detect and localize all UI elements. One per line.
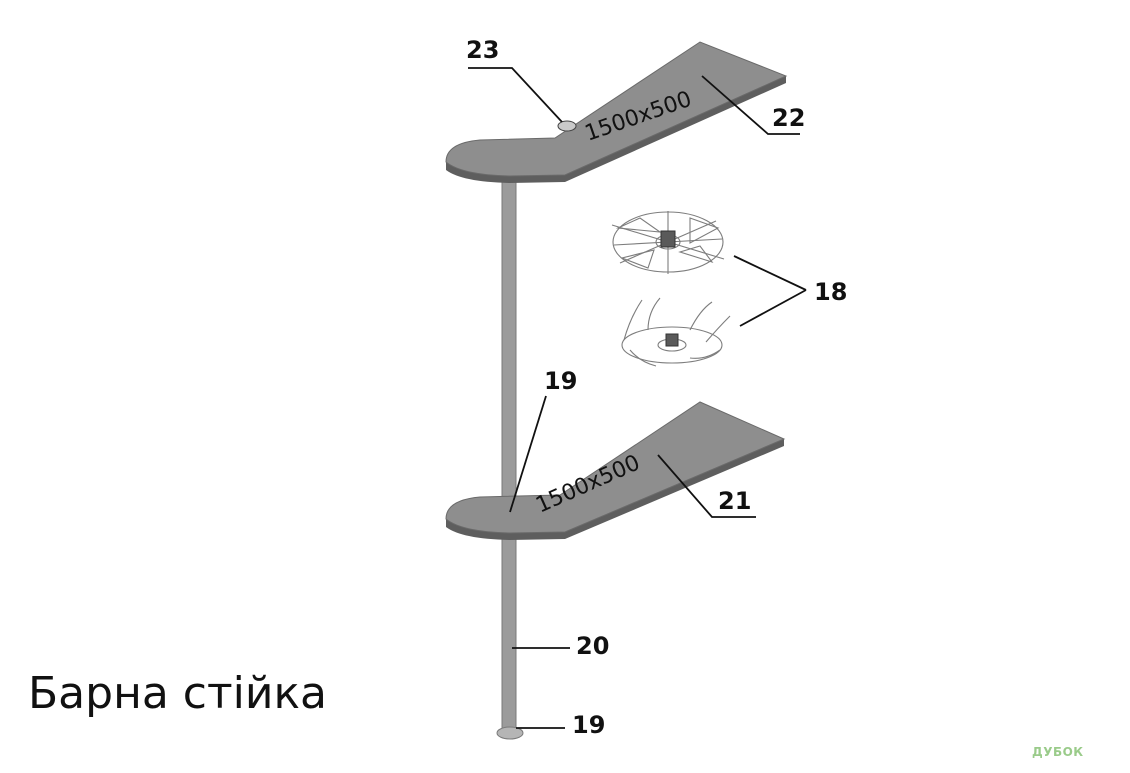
top-shelf: 1500x500 bbox=[445, 41, 788, 183]
bottom-shelf: 1500x500 bbox=[445, 401, 786, 540]
bracket-lower bbox=[621, 297, 731, 367]
brand-logo: ДУБОК bbox=[1032, 745, 1084, 759]
callout-base-fitting: 19 bbox=[572, 711, 605, 739]
pole bbox=[501, 177, 517, 734]
callout-pole: 20 bbox=[576, 632, 609, 660]
callout-top-fitting: 23 bbox=[466, 36, 499, 64]
bracket-upper bbox=[611, 211, 725, 274]
leader-lines bbox=[468, 67, 807, 729]
callout-mid-fitting: 19 bbox=[544, 367, 577, 395]
diagram-caption: Барна стійка bbox=[28, 668, 327, 719]
callout-bottom-shelf: 21 bbox=[718, 487, 751, 515]
callout-brackets: 18 bbox=[814, 278, 847, 306]
top-fitting-hole bbox=[557, 120, 577, 132]
pole-base bbox=[496, 726, 524, 740]
callout-top-shelf: 22 bbox=[772, 104, 805, 132]
